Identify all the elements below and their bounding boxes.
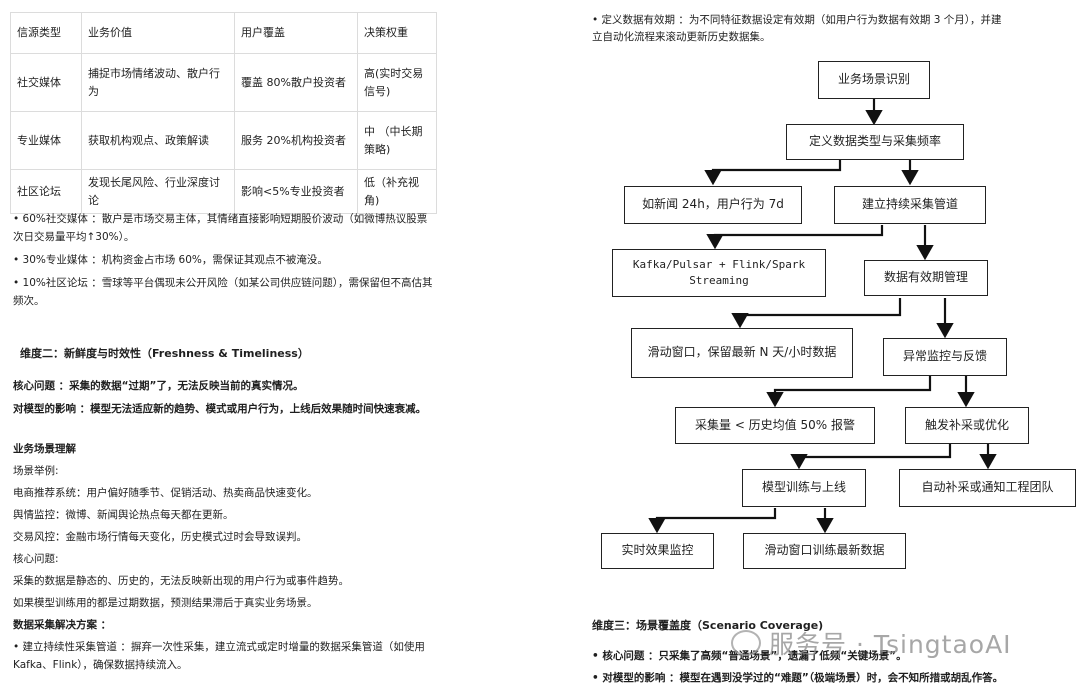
section-title: 维度二：新鲜度与时效性（Freshness & Timeliness） xyxy=(20,347,309,360)
flow-node-sliding-window: 滑动窗口，保留最新 N 天/小时数据 xyxy=(631,328,853,378)
watermark: 服务号 · TsingtaoAI xyxy=(731,625,1012,661)
model-impact: 对模型的影响 ：模型无法适应新的趋势、模式或用户行为，上线后效果随时间快速衰减。 xyxy=(13,403,427,415)
table-cell: 覆盖 80%散户投资者 xyxy=(234,53,358,112)
table-cell: 中 （中长期策略) xyxy=(357,111,437,170)
table-cell: 影响<5%专业投资者 xyxy=(234,168,358,215)
table-cell: 服务 20%机构投资者 xyxy=(234,111,358,170)
flow-node-scenario: 业务场景识别 xyxy=(818,61,930,99)
table-header-row: 信源类型 业务价值 用户覆盖 决策权重 xyxy=(10,12,437,54)
flow-node-trigger: 触发补采或优化 xyxy=(905,407,1029,444)
core-label: 核心问题: xyxy=(13,553,59,565)
core-issue: 核心问题 ：采集的数据“过期”了，无法反映当前的真实情况。 xyxy=(13,380,304,392)
flow-node-auto-recollect: 自动补采或通知工程团队 xyxy=(899,469,1076,507)
scenario-item: 电商推荐系统：用户偏好随季节、促销活动、热卖商品快速变化。 xyxy=(13,487,318,499)
table-header-cell: 业务价值 xyxy=(81,12,235,54)
flow-node-monitor: 异常监控与反馈 xyxy=(883,338,1007,376)
flow-node-realtime-monitor: 实时效果监控 xyxy=(601,533,714,569)
table-cell: 低（补充视角) xyxy=(357,168,437,215)
scenario-label: 场景举例: xyxy=(13,465,59,477)
solution-heading: 数据采集解决方案 ： xyxy=(13,619,112,631)
core-line: 如果模型训练用的都是过期数据，预测结果滞后于真实业务场景。 xyxy=(13,597,318,609)
section3-impact: • 对模型的影响 ：模型在遇到没学过的“难题”（极端场景）时，会不知所措或胡乱作… xyxy=(592,672,1004,684)
flow-node-example: 如新闻 24h，用户行为 7d xyxy=(624,186,802,224)
share-bullet: • 10%社区论坛 ：雪球等平台偶现未公开风险（如某公司供应链问题），需保留但不… xyxy=(13,277,433,308)
section3-title: 维度三：场景覆盖度（Scenario Coverage) xyxy=(592,619,824,632)
share-bullet: • 30%专业媒体 ：机构资金占市场 60%，需保证其观点不被淹没。 xyxy=(13,254,328,266)
table-row: 专业媒体 获取机构观点、政策解读 服务 20%机构投资者 中 （中长期策略) xyxy=(10,111,437,170)
scenario-item: 交易风控：金融市场行情每天变化，历史模式过时会导致误判。 xyxy=(13,531,307,543)
table-cell: 高(实时交易信号) xyxy=(357,53,437,112)
wechat-icon xyxy=(731,630,761,656)
table-cell: 社区论坛 xyxy=(10,168,82,215)
flow-node-validity: 数据有效期管理 xyxy=(864,260,988,296)
table-row: 社交媒体 捕捉市场情绪波动、散户行为 覆盖 80%散户投资者 高(实时交易信号) xyxy=(10,53,437,112)
source-type-table: 信源类型 业务价值 用户覆盖 决策权重 社交媒体 捕捉市场情绪波动、散户行为 覆… xyxy=(10,12,437,215)
table-cell: 获取机构观点、政策解读 xyxy=(81,111,235,170)
section3-core: • 核心问题 ：只采集了高频“普通场景”，遗漏了低频“关键场景”。 xyxy=(592,650,907,662)
solution-bullet: • 建立持续性采集管道 ：摒弃一次性采集，建立流式或定时增量的数据采集管道（如使… xyxy=(13,641,425,672)
share-bullet: • 60%社交媒体 ：散户是市场交易主体，其情绪直接影响短期股价波动（如微博热议… xyxy=(13,213,428,244)
biz-heading: 业务场景理解 xyxy=(13,443,76,455)
flow-node-define-types: 定义数据类型与采集频率 xyxy=(786,124,964,160)
core-line: 采集的数据是静态的、历史的，无法反映新出现的用户行为或事件趋势。 xyxy=(13,575,349,587)
table-row: 社区论坛 发现长尾风险、行业深度讨论 影响<5%专业投资者 低（补充视角) xyxy=(10,168,437,215)
table-header-cell: 信源类型 xyxy=(10,12,82,54)
table-cell: 发现长尾风险、行业深度讨论 xyxy=(81,168,235,215)
table-header-cell: 决策权重 xyxy=(357,12,437,54)
flow-node-pipeline: 建立持续采集管道 xyxy=(834,186,986,224)
flow-node-stack: Kafka/Pulsar + Flink/Spark Streaming xyxy=(612,249,826,297)
validity-bullet: • 定义数据有效期 ：为不同特征数据设定有效期（如用户行为数据有效期 3 个月）… xyxy=(592,14,1002,43)
watermark-text: 服务号 · TsingtaoAI xyxy=(769,630,1012,659)
flow-node-window-train: 滑动窗口训练最新数据 xyxy=(743,533,906,569)
flow-node-alert: 采集量 < 历史均值 50% 报警 xyxy=(675,407,875,444)
flow-node-train: 模型训练与上线 xyxy=(742,469,866,507)
scenario-item: 舆情监控：微博、新闻舆论热点每天都在更新。 xyxy=(13,509,234,521)
